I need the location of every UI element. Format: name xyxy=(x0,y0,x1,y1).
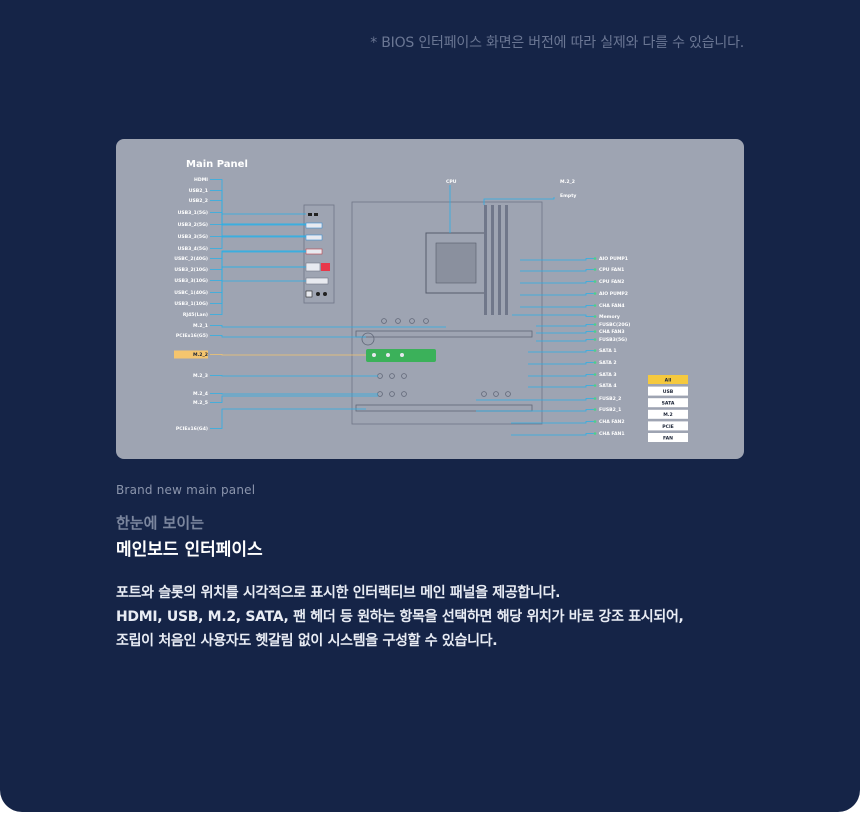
memory-slots xyxy=(484,205,508,315)
right-connector-label[interactable]: CPU FAN1 xyxy=(599,267,624,273)
left-connector-label[interactable]: USB3_1(10G) xyxy=(174,301,208,307)
section-title: 메인보드 인터페이스 xyxy=(116,540,263,560)
right-connector-label[interactable]: CPU FAN2 xyxy=(599,279,624,285)
left-connector-label[interactable]: M.2_5 xyxy=(193,400,208,406)
left-connector-label[interactable]: USB3_3(10G) xyxy=(174,278,208,284)
right-connector-label[interactable]: SATA 2 xyxy=(599,360,617,366)
filter-button[interactable] xyxy=(648,421,688,431)
section-description: 포트와 슬롯의 위치를 시각적으로 표시한 인터랙티브 메인 패널을 제공합니다… xyxy=(116,581,756,653)
right-connector-label[interactable]: FUSB3(5G) xyxy=(599,337,627,343)
left-connector-label[interactable]: M.2_4 xyxy=(193,391,208,397)
right-connector-label[interactable]: Memory xyxy=(599,314,620,320)
left-connector-label[interactable]: RJ45(Lan) xyxy=(183,312,208,318)
right-connector-label[interactable]: CHA FAN2 xyxy=(599,419,625,425)
m2-top-status: Empty xyxy=(560,193,576,199)
left-connector-label[interactable]: M.2_1 xyxy=(193,323,208,329)
io-shield xyxy=(303,204,335,304)
right-connector-label[interactable]: AIO PUMP1 xyxy=(599,256,628,262)
left-connector-label[interactable]: USBC_2(40G) xyxy=(174,256,208,262)
filter-button[interactable] xyxy=(648,375,688,384)
right-connector-label[interactable]: AIO PUMP2 xyxy=(599,291,628,297)
section-subtitle: 한눈에 보이는 xyxy=(116,514,205,532)
description-line: 조립이 처음인 사용자도 헷갈림 없이 시스템을 구성할 수 있습니다. xyxy=(116,633,498,649)
section-caption: Brand new main panel xyxy=(116,483,256,497)
right-connector-label[interactable]: CHA FAN3 xyxy=(599,329,625,335)
left-connector-label[interactable]: USB3_2(5G) xyxy=(178,222,208,228)
highlight-bar xyxy=(174,350,208,359)
m2-slots xyxy=(355,318,533,412)
filter-button-label[interactable]: All xyxy=(665,377,672,383)
left-connector-label[interactable]: HDMI xyxy=(194,177,208,183)
bios-disclaimer: * BIOS 인터페이스 화면은 버전에 따라 실제와 다를 수 있습니다. xyxy=(370,35,744,51)
description-line: 포트와 슬롯의 위치를 시각적으로 표시한 인터랙티브 메인 패널을 제공합니다… xyxy=(116,585,561,601)
io-ports xyxy=(305,213,330,298)
left-connector-label[interactable]: M.2_3 xyxy=(193,373,208,379)
left-connector-label[interactable]: PCIEx16(G5) xyxy=(176,333,208,339)
right-connector-label[interactable]: SATA 1 xyxy=(599,348,617,354)
right-connector-label[interactable]: CHA FAN4 xyxy=(599,303,625,309)
connector-lines xyxy=(210,179,597,436)
left-connector-label[interactable]: PCIEx16(G4) xyxy=(176,426,208,432)
cpu-label: CPU xyxy=(446,179,457,185)
board-outline xyxy=(351,201,543,425)
filter-button[interactable] xyxy=(648,398,688,408)
left-connector-label[interactable]: USB2_1 xyxy=(189,188,208,194)
filter-button-label[interactable]: USB xyxy=(663,389,674,395)
filter-button[interactable] xyxy=(648,433,688,442)
left-connector-label[interactable]: USB2_2 xyxy=(189,198,208,204)
m2-top-label: M.2_2 xyxy=(560,179,575,185)
left-connector-label[interactable]: M.2_2 xyxy=(193,352,208,358)
filter-button[interactable] xyxy=(648,409,688,419)
filter-button-label[interactable]: M.2 xyxy=(663,412,673,418)
filter-button-label[interactable]: SATA xyxy=(662,401,675,407)
right-connector-label[interactable]: SATA 3 xyxy=(599,372,617,378)
right-connector-label[interactable]: FUSB2_2 xyxy=(599,396,621,402)
right-connector-label[interactable]: FUSB2_1 xyxy=(599,407,621,413)
right-connector-label[interactable]: SATA 4 xyxy=(599,383,617,389)
left-connector-label[interactable]: USB3_2(10G) xyxy=(174,267,208,273)
description-line: HDMI, USB, M.2, SATA, 팬 헤더 등 원하는 항목을 선택하… xyxy=(116,609,684,625)
filter-button-label[interactable]: PCIE xyxy=(662,424,674,430)
right-connector-label[interactable]: FUSBC(20G) xyxy=(599,322,630,328)
filter-button-label[interactable]: FAN xyxy=(663,435,673,441)
left-connector-label[interactable]: USB3_3(5G) xyxy=(178,234,208,240)
left-connector-label[interactable]: USBC_1(40G) xyxy=(174,290,208,296)
right-connector-label[interactable]: CHA FAN1 xyxy=(599,431,625,437)
left-connector-label[interactable]: USB3_1(5G) xyxy=(178,210,208,216)
filter-button[interactable] xyxy=(648,386,688,396)
panel-title: Main Panel xyxy=(186,159,248,170)
left-connector-label[interactable]: USB3_4(5G) xyxy=(178,246,208,252)
